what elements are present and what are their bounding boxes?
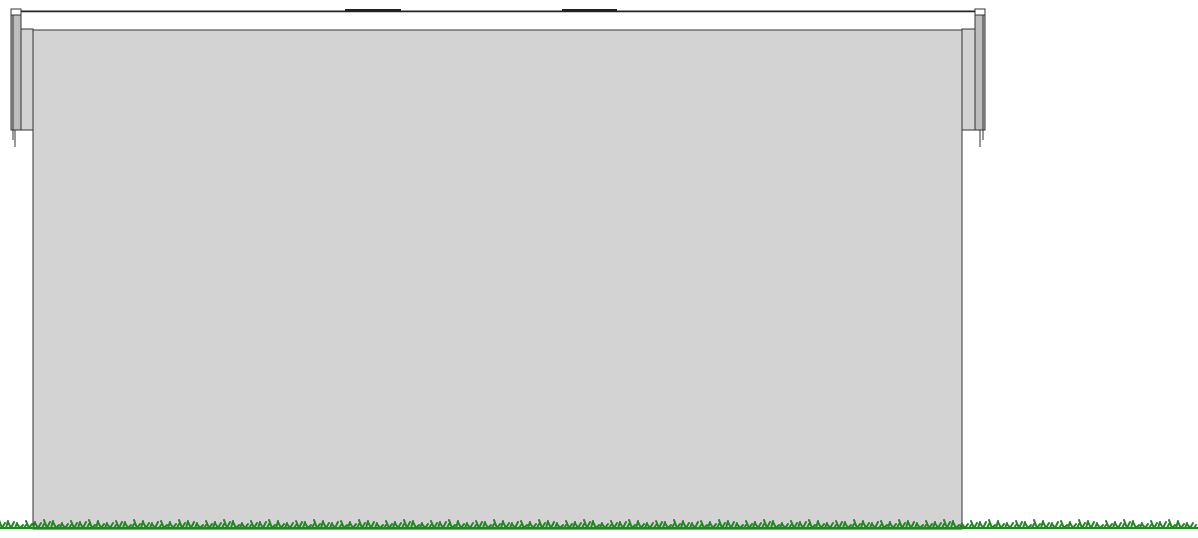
- grass-strip: [0, 519, 1198, 529]
- roof-fascia: [18, 10, 977, 31]
- grass-blades: [0, 519, 1198, 529]
- right-corner-post: [961, 8, 986, 147]
- left-corner-post: [10, 8, 34, 147]
- wall-panel: [32, 28, 963, 530]
